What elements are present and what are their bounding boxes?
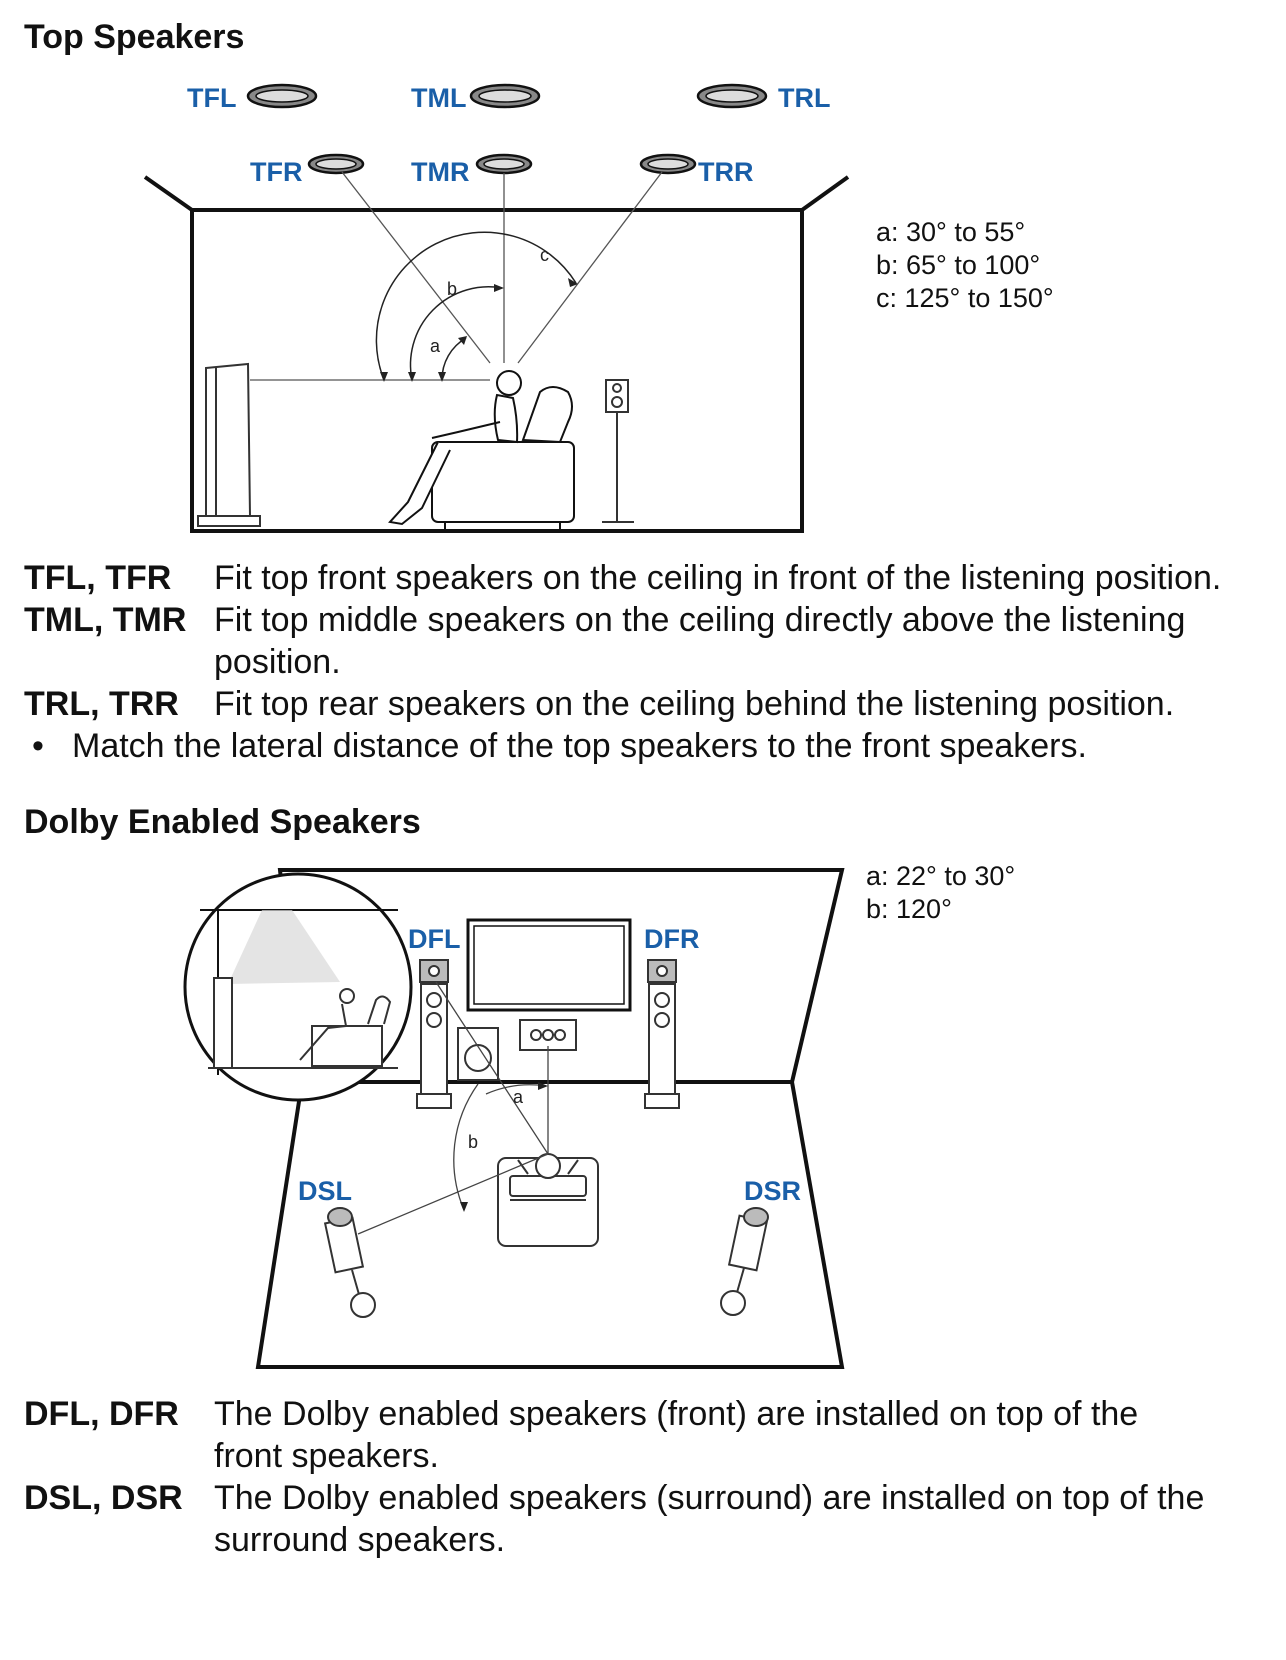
label-dfl: DFL [408, 924, 460, 954]
surround-speaker-icon [602, 379, 634, 523]
surround-right-icon [720, 1207, 769, 1316]
description-term: TRL, TRR [24, 685, 179, 723]
note-text: Match the lateral distance of the top sp… [72, 727, 1087, 765]
speaker-trl-icon [696, 83, 768, 109]
dolby-angle-label-b: b [468, 1132, 478, 1152]
sight-lines [250, 171, 663, 381]
top-speakers-diagram: TFL TML TRL TFR TMR TRR a b c [143, 83, 850, 533]
description-row: DSL, DSR The Dolby enabled speakers (sur… [24, 1477, 1224, 1561]
listener-icon [388, 370, 575, 530]
tv-icon [466, 918, 632, 1012]
description-text: The Dolby enabled speakers (front) are i… [214, 1395, 1139, 1475]
label-tmr: TMR [411, 157, 469, 187]
dolby-arrowheads [460, 1082, 548, 1212]
label-dfr: DFR [644, 924, 700, 954]
surround-left-icon [323, 1207, 376, 1318]
legend-angle-a: a: 30° to 55° [876, 217, 1026, 247]
top-angle-legend: a: 30° to 55° b: 65° to 100° c: 125° to … [876, 216, 1054, 315]
dolby-speakers-diagram: a b DFL DFR DSL DSR [183, 868, 845, 1369]
front-left-tower-icon [416, 959, 452, 1109]
subwoofer-icon [457, 1027, 499, 1081]
label-dsr: DSR [744, 1176, 801, 1206]
legend-angle-c: c: 125° to 150° [876, 283, 1054, 313]
dolby-speakers-descriptions: DFL, DFR The Dolby enabled speakers (fro… [24, 1393, 1224, 1561]
description-row: TML, TMR Fit top middle speakers on the … [24, 599, 1264, 683]
note-bullet: • Match the lateral distance of the top … [24, 725, 1264, 767]
inset-side-view [183, 872, 413, 1102]
bullet-icon: • [32, 727, 44, 765]
listener-seat-icon [497, 1153, 599, 1247]
angle-label-b: b [447, 279, 457, 299]
dolby-speakers-heading: Dolby Enabled Speakers [24, 803, 421, 841]
speaker-tmr-icon [475, 153, 533, 175]
legend-angle-b: b: 120° [866, 894, 952, 924]
legend-angle-b: b: 65° to 100° [876, 250, 1041, 280]
top-speakers-descriptions: TFL, TFR Fit top front speakers on the c… [24, 557, 1264, 767]
legend-angle-a: a: 22° to 30° [866, 861, 1016, 891]
description-term: TML, TMR [24, 601, 187, 639]
angle-arrowheads [380, 278, 578, 382]
center-speaker-icon [519, 1019, 577, 1051]
label-trr: TRR [698, 157, 754, 187]
room-outline [143, 175, 850, 533]
description-term: DSL, DSR [24, 1479, 183, 1517]
angle-label-c: c [540, 245, 549, 265]
label-tfr: TFR [250, 157, 302, 187]
front-speaker-icon [197, 362, 261, 527]
label-tml: TML [411, 83, 466, 113]
description-text: Fit top middle speakers on the ceiling d… [214, 601, 1186, 681]
description-text: Fit top rear speakers on the ceiling beh… [214, 685, 1175, 723]
description-text: Fit top front speakers on the ceiling in… [214, 559, 1222, 597]
description-term: DFL, DFR [24, 1395, 179, 1433]
front-right-tower-icon [644, 959, 680, 1109]
label-dsl: DSL [298, 1176, 352, 1206]
speaker-tfr-icon [307, 153, 365, 175]
speaker-trr-icon [639, 153, 697, 175]
label-tfl: TFL [187, 83, 236, 113]
description-row: TRL, TRR Fit top rear speakers on the ce… [24, 683, 1264, 725]
description-term: TFL, TFR [24, 559, 172, 597]
speaker-tml-icon [469, 83, 541, 109]
angle-label-a: a [430, 336, 441, 356]
speaker-tfl-icon [246, 83, 318, 109]
dolby-sight-lines [357, 981, 549, 1235]
description-row: DFL, DFR The Dolby enabled speakers (fro… [24, 1393, 1224, 1477]
description-row: TFL, TFR Fit top front speakers on the c… [24, 557, 1264, 599]
dolby-angle-label-a: a [513, 1087, 524, 1107]
dolby-angle-legend: a: 22° to 30° b: 120° [866, 860, 1015, 926]
description-text: The Dolby enabled speakers (surround) ar… [214, 1479, 1205, 1559]
label-trl: TRL [778, 83, 830, 113]
top-speakers-heading: Top Speakers [24, 18, 245, 56]
